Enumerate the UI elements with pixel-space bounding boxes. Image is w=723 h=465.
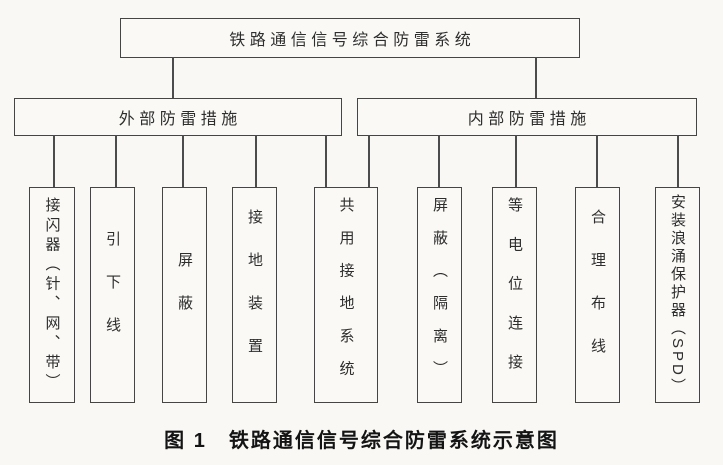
- figure-caption: 图 1 铁路通信信号综合防雷系统示意图: [164, 430, 559, 452]
- leaf-box-shielding: 屏蔽: [162, 187, 207, 403]
- connector-line: [53, 135, 55, 187]
- leaf-label: 屏蔽: [176, 252, 193, 338]
- leaf-box-shielding-isolation: 屏蔽（隔离）: [417, 187, 462, 403]
- root-node-box: 铁路通信信号综合防雷系统: [120, 18, 580, 58]
- leaf-label: 安装浪涌保护器（SPD）: [669, 194, 686, 396]
- connector-line: [255, 135, 257, 187]
- root-node-label: 铁路通信信号综合防雷系统: [229, 32, 476, 49]
- connector-line: [596, 135, 598, 187]
- connector-line: [115, 135, 117, 187]
- leaf-box-reasonable-wiring: 合理布线: [575, 187, 620, 403]
- leaf-box-down-conductor: 引下线: [90, 187, 135, 403]
- branch-label-internal: 内部防雷措施: [467, 111, 591, 128]
- connector-line: [535, 57, 537, 98]
- leaf-label: 接地装置: [246, 209, 263, 381]
- branch-label-external: 外部防雷措施: [118, 111, 242, 128]
- connector-line: [182, 135, 184, 187]
- connector-line: [438, 135, 440, 187]
- branch-box-internal-measures: 内部防雷措施: [357, 98, 697, 136]
- connector-line: [677, 135, 679, 187]
- leaf-label: 合理布线: [589, 209, 606, 381]
- leaf-box-common-grounding-system: 共用接地系统: [314, 187, 378, 403]
- leaf-box-surge-protector-spd: 安装浪涌保护器（SPD）: [655, 187, 700, 403]
- connector-line: [368, 135, 370, 187]
- leaf-label: 共用接地系统: [337, 197, 355, 393]
- leaf-box-equipotential-bonding: 等电位连接: [492, 187, 537, 403]
- leaf-box-grounding-device: 接地装置: [232, 187, 277, 403]
- leaf-label: 接闪器（针、网、带）: [43, 197, 61, 393]
- connector-line: [515, 135, 517, 187]
- leaf-box-air-terminal: 接闪器（针、网、带）: [29, 187, 75, 403]
- connector-line: [325, 135, 327, 187]
- leaf-label: 屏蔽（隔离）: [431, 197, 448, 393]
- connector-line: [172, 57, 174, 98]
- leaf-label: 引下线: [104, 230, 121, 360]
- branch-box-external-measures: 外部防雷措施: [14, 98, 342, 136]
- leaf-label: 等电位连接: [506, 197, 523, 393]
